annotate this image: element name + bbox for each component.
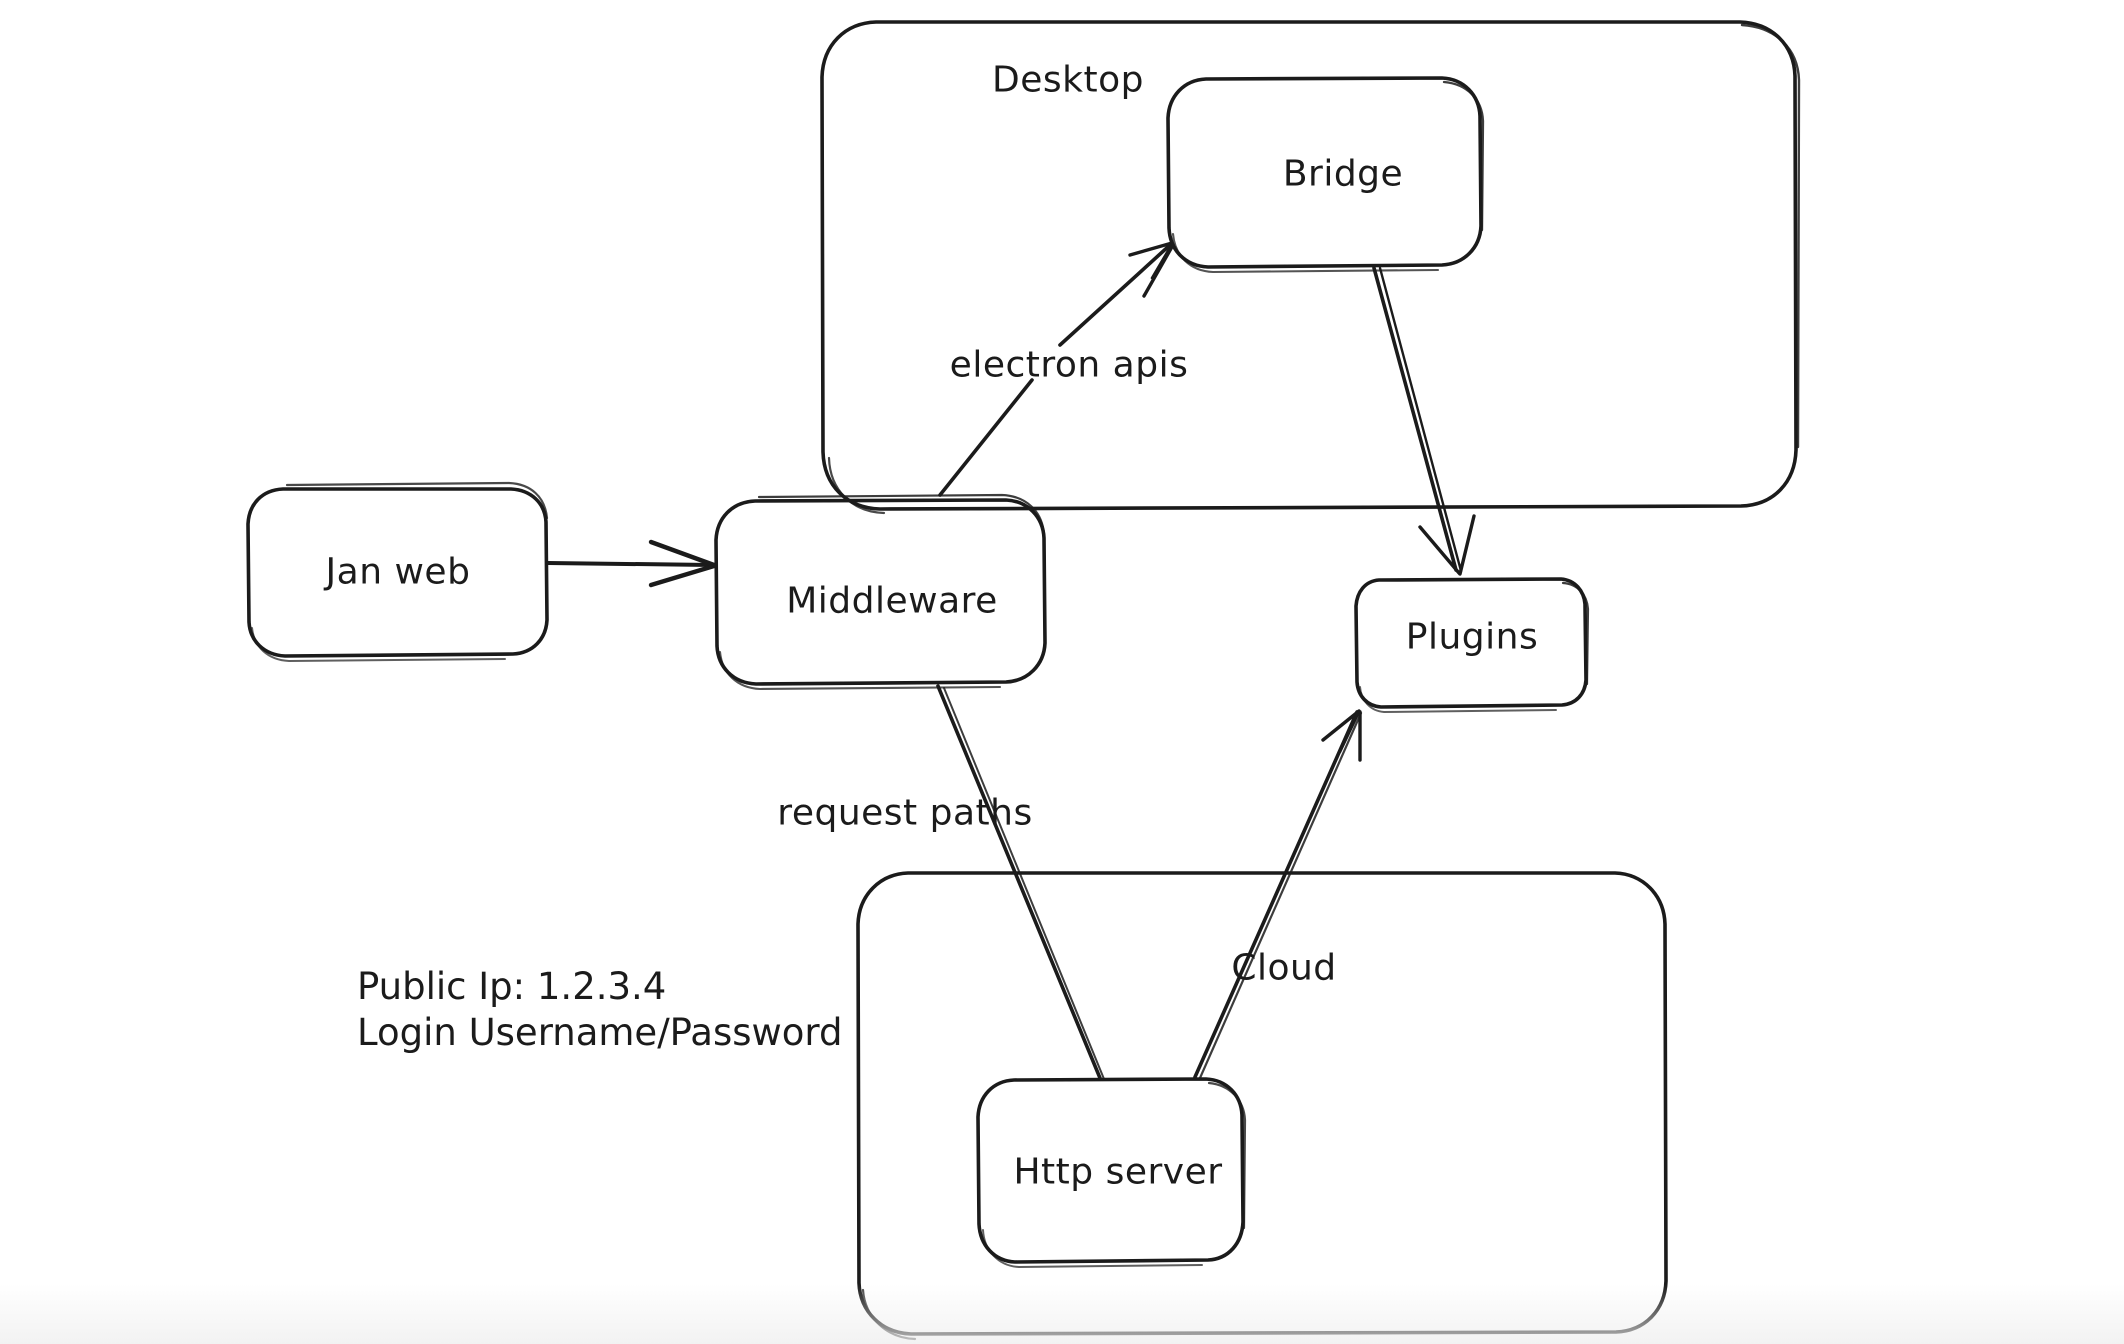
group-label-desktop: Desktop <box>992 59 1144 101</box>
edge-bridge-to-plugins <box>1372 266 1476 576</box>
edge-jan-web-to-middleware <box>546 539 717 588</box>
note-public-ip: Public Ip: 1.2.3.4 <box>357 965 667 1008</box>
edge-middleware-to-bridge <box>938 241 1175 497</box>
node-middleware-outline[interactable] <box>714 493 1047 691</box>
edge-http-server-to-plugins <box>1193 709 1363 1080</box>
note-login: Login Username/Password <box>357 1011 843 1055</box>
node-label-plugins: Plugins <box>1405 616 1539 658</box>
node-label-http-server: Http server <box>1013 1151 1223 1193</box>
node-label-middleware: Middleware <box>786 580 998 622</box>
node-http-server-outline[interactable] <box>976 1077 1247 1268</box>
edge-label-request-paths: request paths <box>777 792 1033 834</box>
node-label-jan-web: Jan web <box>325 551 471 593</box>
node-plugins-outline[interactable] <box>1354 577 1590 713</box>
node-bridge-outline[interactable] <box>1166 76 1485 274</box>
note-credentials: Public Ip: 1.2.3.4 Login Username/Passwo… <box>357 964 842 1057</box>
node-jan-web-outline[interactable] <box>246 481 549 662</box>
node-label-bridge: Bridge <box>1282 153 1404 195</box>
edge-middleware-to-http-server <box>936 684 1105 1080</box>
edge-label-electron-apis: electron apis <box>949 344 1189 386</box>
edge-label-cloud: Cloud <box>1231 947 1337 989</box>
